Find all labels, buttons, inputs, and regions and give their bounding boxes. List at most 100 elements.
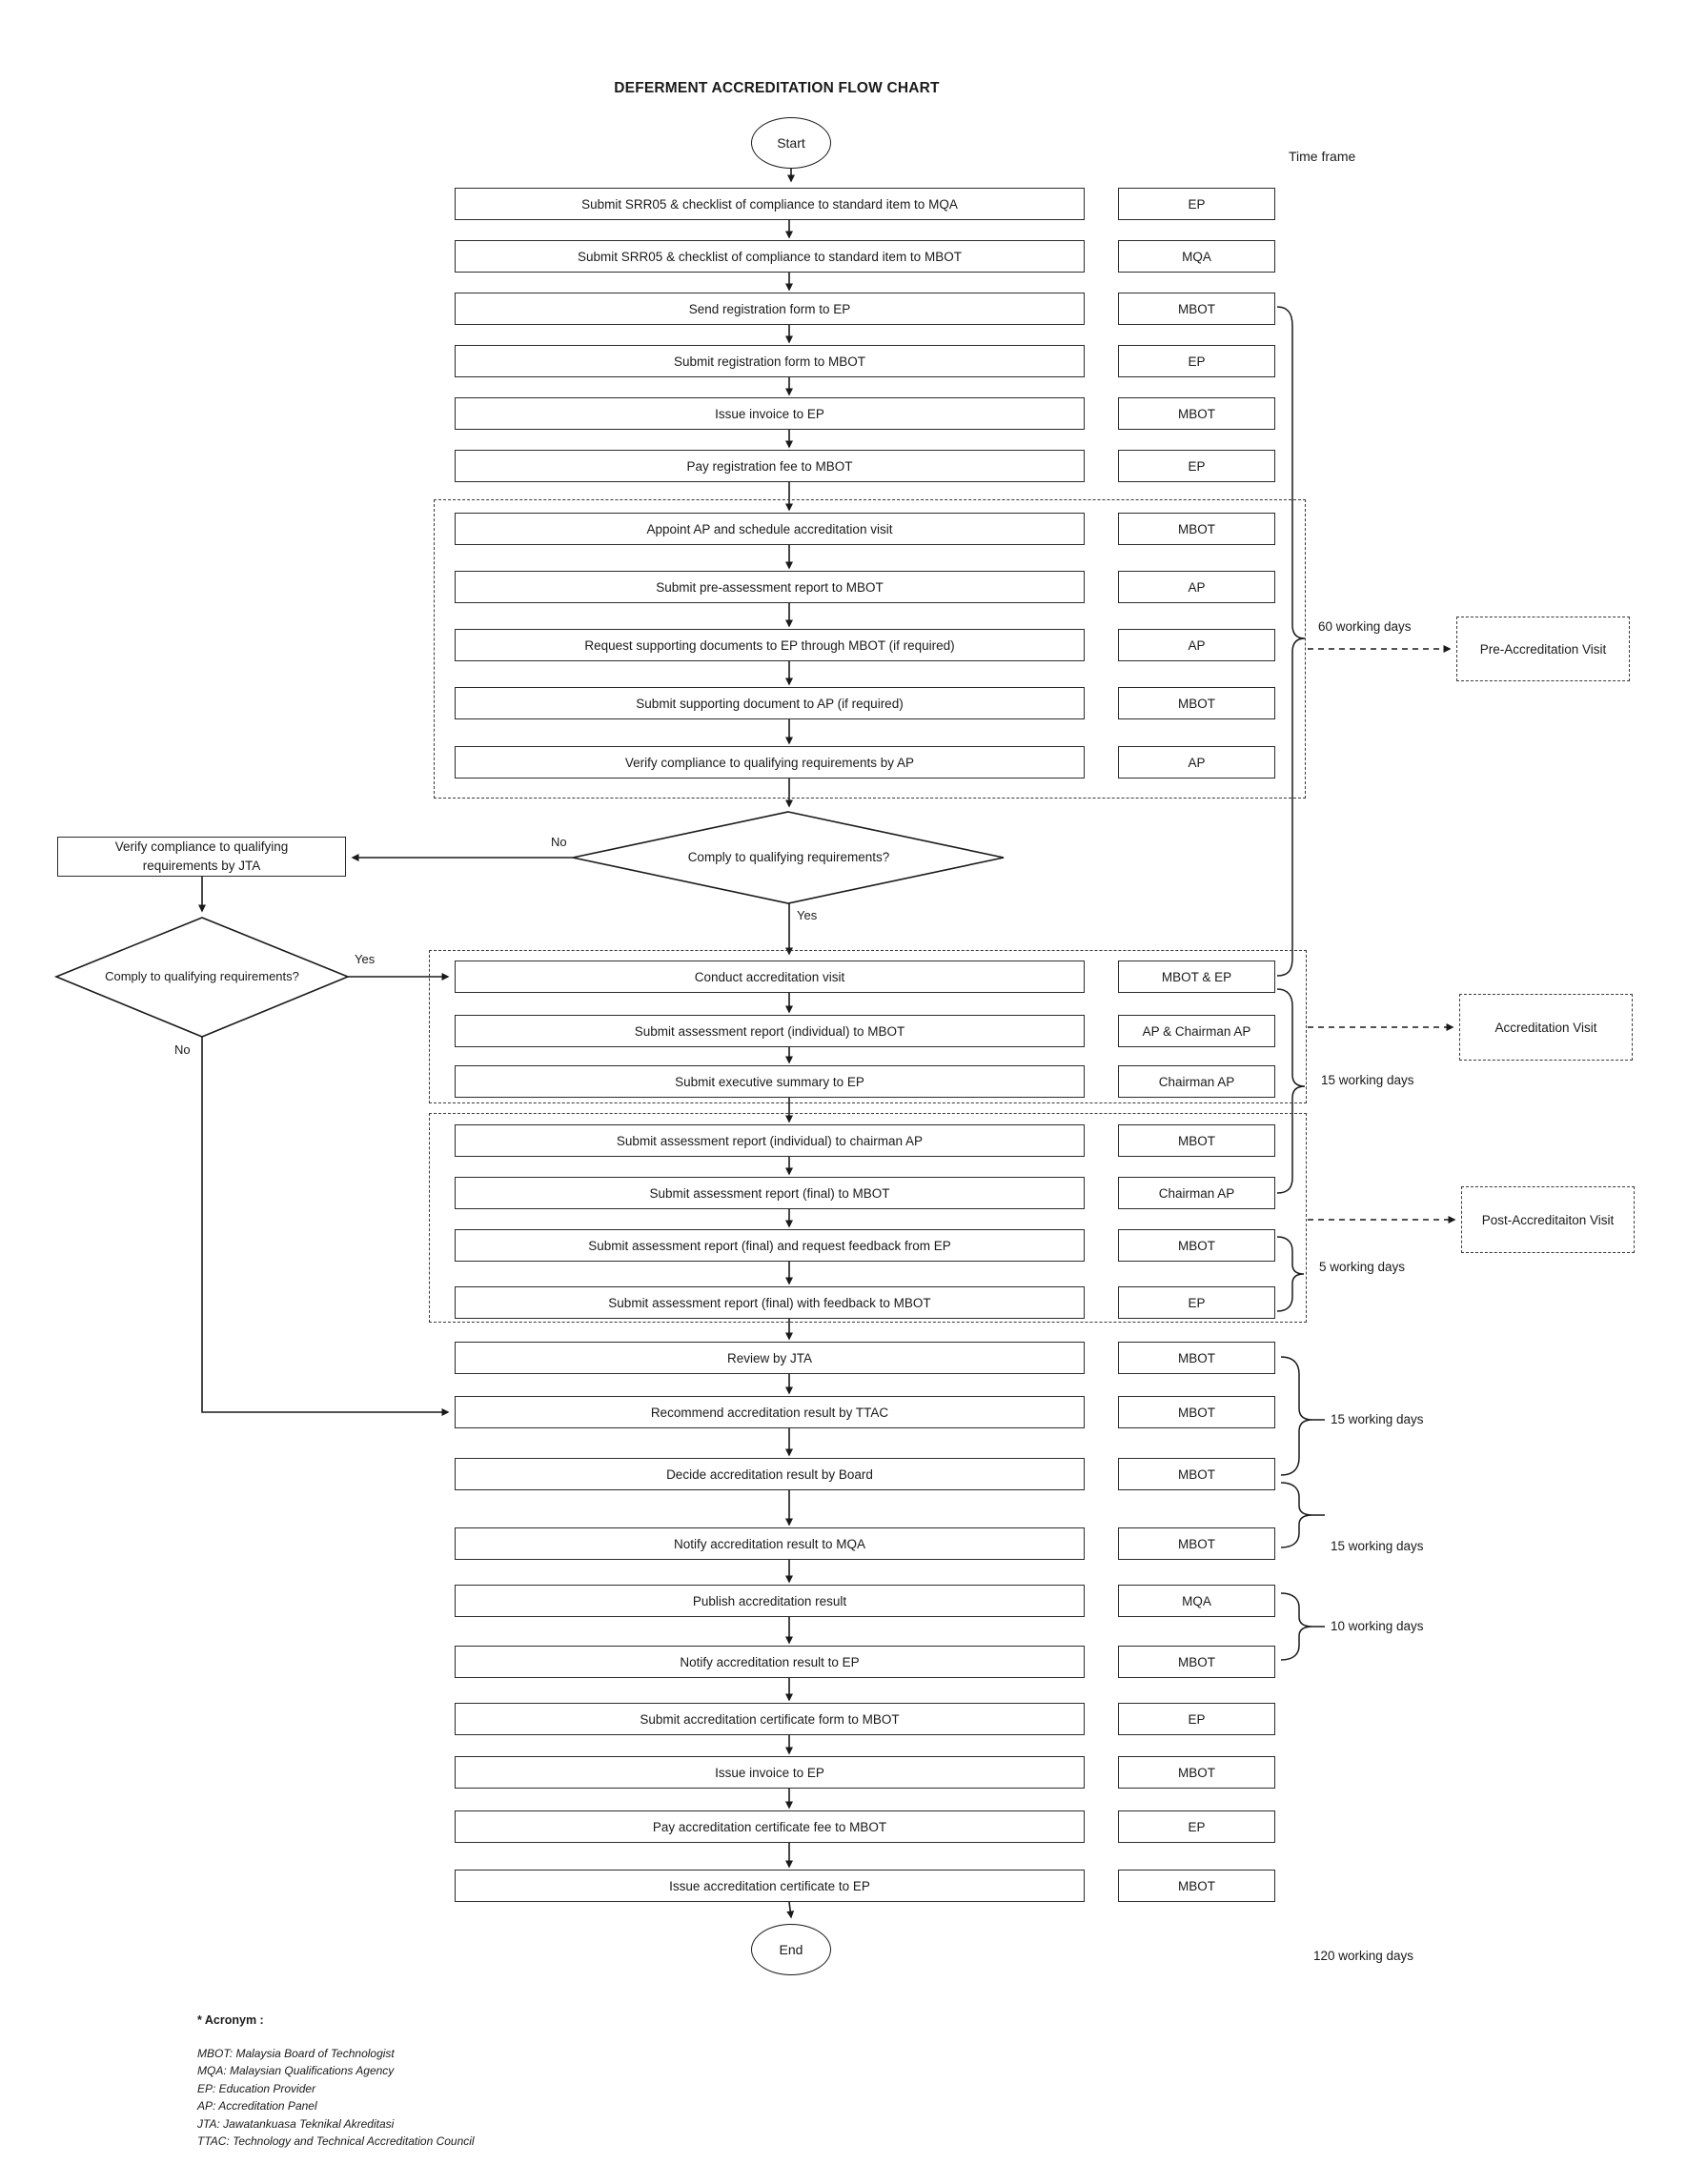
flow-step-box: Request supporting documents to EP throu… [455,629,1085,661]
role-label: AP [1188,755,1206,770]
role-label: MBOT [1178,1878,1215,1893]
role-box: EP [1118,450,1275,482]
role-box: MBOT [1118,397,1275,430]
flow-step-box: Submit executive summary to EP [455,1065,1085,1098]
flow-step-label: Submit pre-assessment report to MBOT [656,579,884,595]
decision1-label: Comply to qualifying requirements? [687,850,890,865]
brace-15-days-review [1280,1356,1325,1476]
role-box: Chairman AP [1118,1177,1275,1209]
flow-step-label: Submit supporting document to AP (if req… [636,696,904,711]
acronym-heading: * Acronym : [197,2013,264,2027]
flow-step-box: Submit registration form to MBOT [455,345,1085,377]
flow-step-box: Publish accreditation result [455,1585,1085,1617]
post-accreditation-visit-box: Post-Accreditaiton Visit [1461,1186,1635,1253]
role-label: MBOT [1178,521,1215,536]
role-box: MBOT [1118,1646,1275,1678]
flow-step-box: Review by JTA [455,1342,1085,1374]
flow-step-label: Conduct accreditation visit [694,969,845,984]
flow-step-box: Decide accreditation result by Board [455,1458,1085,1490]
page-title: DEFERMENT ACCREDITATION FLOW CHART [614,80,940,96]
group-post-accreditation [429,1113,1307,1323]
role-box: MBOT [1118,1124,1275,1157]
accreditation-visit-box: Accreditation Visit [1459,994,1633,1061]
acronym-list: MBOT: Malaysia Board of Technologist MQA… [197,2045,475,2150]
flow-step-box: Pay registration fee to MBOT [455,450,1085,482]
flow-step-label: Issue accreditation certificate to EP [669,1878,870,1893]
acronym-mqa: MQA: Malaysian Qualifications Agency [197,2064,395,2078]
role-box: MBOT [1118,1396,1275,1428]
role-box: AP & Chairman AP [1118,1015,1275,1047]
flow-step-label: Submit SRR05 & checklist of compliance t… [581,196,958,212]
group-pre-accreditation [434,499,1306,799]
time-frame-label: Time frame [1289,149,1356,164]
role-box: EP [1118,1703,1275,1735]
flow-step-box: Submit assessment report (final) and req… [455,1229,1085,1262]
role-box: MBOT [1118,293,1275,325]
flow-step-label: Review by JTA [726,1350,813,1365]
role-box: MBOT [1118,1756,1275,1789]
flow-step-box: Verify compliance to qualifying requirem… [455,746,1085,779]
time-label-15-days-notify: 15 working days [1331,1539,1424,1553]
time-label-10-days: 10 working days [1331,1619,1424,1633]
flow-step-label: Decide accreditation result by Board [666,1466,873,1482]
role-label: EP [1188,196,1206,212]
role-box: MBOT [1118,1229,1275,1262]
role-box: MBOT [1118,1458,1275,1490]
flow-step-label: Submit assessment report (individual) to… [616,1133,924,1148]
flow-step-label: Send registration form to EP [688,301,851,316]
acronym-ttac: TTAC: Technology and Technical Accredita… [197,2134,475,2149]
role-box: AP [1118,571,1275,603]
acronym-ep: EP: Education Provider [197,2081,316,2095]
role-label: AP & Chairman AP [1142,1023,1251,1039]
time-label-5-days: 5 working days [1319,1260,1406,1274]
flow-step-label: Issue invoice to EP [715,406,824,421]
role-box: AP [1118,629,1275,661]
flow-step-box: Issue invoice to EP [455,397,1085,430]
role-label: MBOT [1178,1350,1215,1365]
role-label: MQA [1182,249,1211,264]
decision1-no-label: No [551,835,567,849]
flow-step-label: Submit registration form to MBOT [673,354,866,369]
time-label-15-days-review: 15 working days [1331,1412,1424,1426]
role-label: MBOT & EP [1161,969,1232,984]
flow-step-box: Submit assessment report (individual) to… [455,1124,1085,1157]
acronym-ap: AP: Accreditation Panel [197,2099,317,2113]
flow-step-box: Notify accreditation result to MQA [455,1527,1085,1560]
flow-step-label: Recommend accreditation result by TTAC [650,1405,889,1420]
role-box: MBOT & EP [1118,961,1275,993]
role-label: MBOT [1178,1536,1215,1551]
brace-15-days-notify [1280,1482,1325,1548]
role-label: MBOT [1178,301,1215,316]
flow-step-box: Submit assessment report (final) to MBOT [455,1177,1085,1209]
flow-step-label: Notify accreditation result to EP [680,1654,860,1669]
flow-step-box: Submit SRR05 & checklist of compliance t… [455,188,1085,220]
role-label: MQA [1182,1593,1211,1608]
flow-step-label: Request supporting documents to EP throu… [584,637,955,653]
flow-step-label: Pay accreditation certificate fee to MBO… [652,1819,887,1834]
role-label: AP [1188,637,1206,653]
decision2-yes-label: Yes [355,952,376,966]
role-box: Chairman AP [1118,1065,1275,1098]
start-terminal: Start [751,117,831,169]
role-label: MBOT [1178,1238,1215,1253]
acronym-mbot: MBOT: Malaysia Board of Technologist [197,2047,395,2060]
flow-step-box: Send registration form to EP [455,293,1085,325]
end-terminal: End [751,1924,831,1975]
acronym-jta: JTA: Jawatankuasa Teknikal Akreditasi [197,2116,395,2131]
role-label: EP [1188,1819,1206,1834]
flow-step-box: Submit assessment report (final) with fe… [455,1286,1085,1319]
flow-step-label: Pay registration fee to MBOT [686,458,853,474]
group-accreditation-visit [429,950,1307,1103]
flow-step-label: Submit executive summary to EP [675,1074,864,1089]
jta-verify-line1: Verify compliance to qualifying [114,839,289,854]
flow-step-box: Submit accreditation certificate form to… [455,1703,1085,1735]
role-box: MBOT [1118,687,1275,719]
role-box: MBOT [1118,513,1275,545]
arrow-decision2-no-to-recommend [201,1037,450,1416]
role-label: MBOT [1178,406,1215,421]
flow-step-label: Submit assessment report (final) and req… [588,1238,951,1253]
role-box: MBOT [1118,1870,1275,1902]
flow-step-label: Submit assessment report (final) with fe… [608,1295,931,1310]
role-box: MQA [1118,1585,1275,1617]
